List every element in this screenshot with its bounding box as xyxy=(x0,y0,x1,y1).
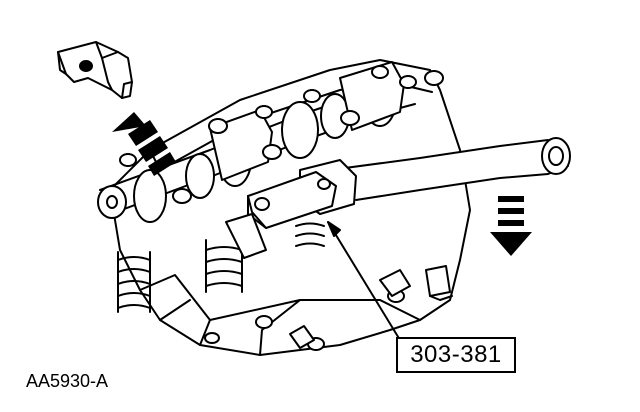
rocker-arm-part xyxy=(57,41,133,99)
tool-number-label: 303-381 xyxy=(396,337,516,373)
right-side-parts xyxy=(289,265,453,349)
figure-id: AA5930-A xyxy=(26,371,109,391)
valve-springs xyxy=(117,222,325,313)
spring-compressor-tool xyxy=(225,137,571,259)
camshaft xyxy=(97,61,416,223)
arrow-down-icon xyxy=(490,196,532,256)
tool-number-text: 303-381 xyxy=(410,341,502,368)
cap-bolts xyxy=(119,65,444,351)
arrow-up-left-icon xyxy=(112,112,176,176)
callout-leader xyxy=(327,221,401,341)
